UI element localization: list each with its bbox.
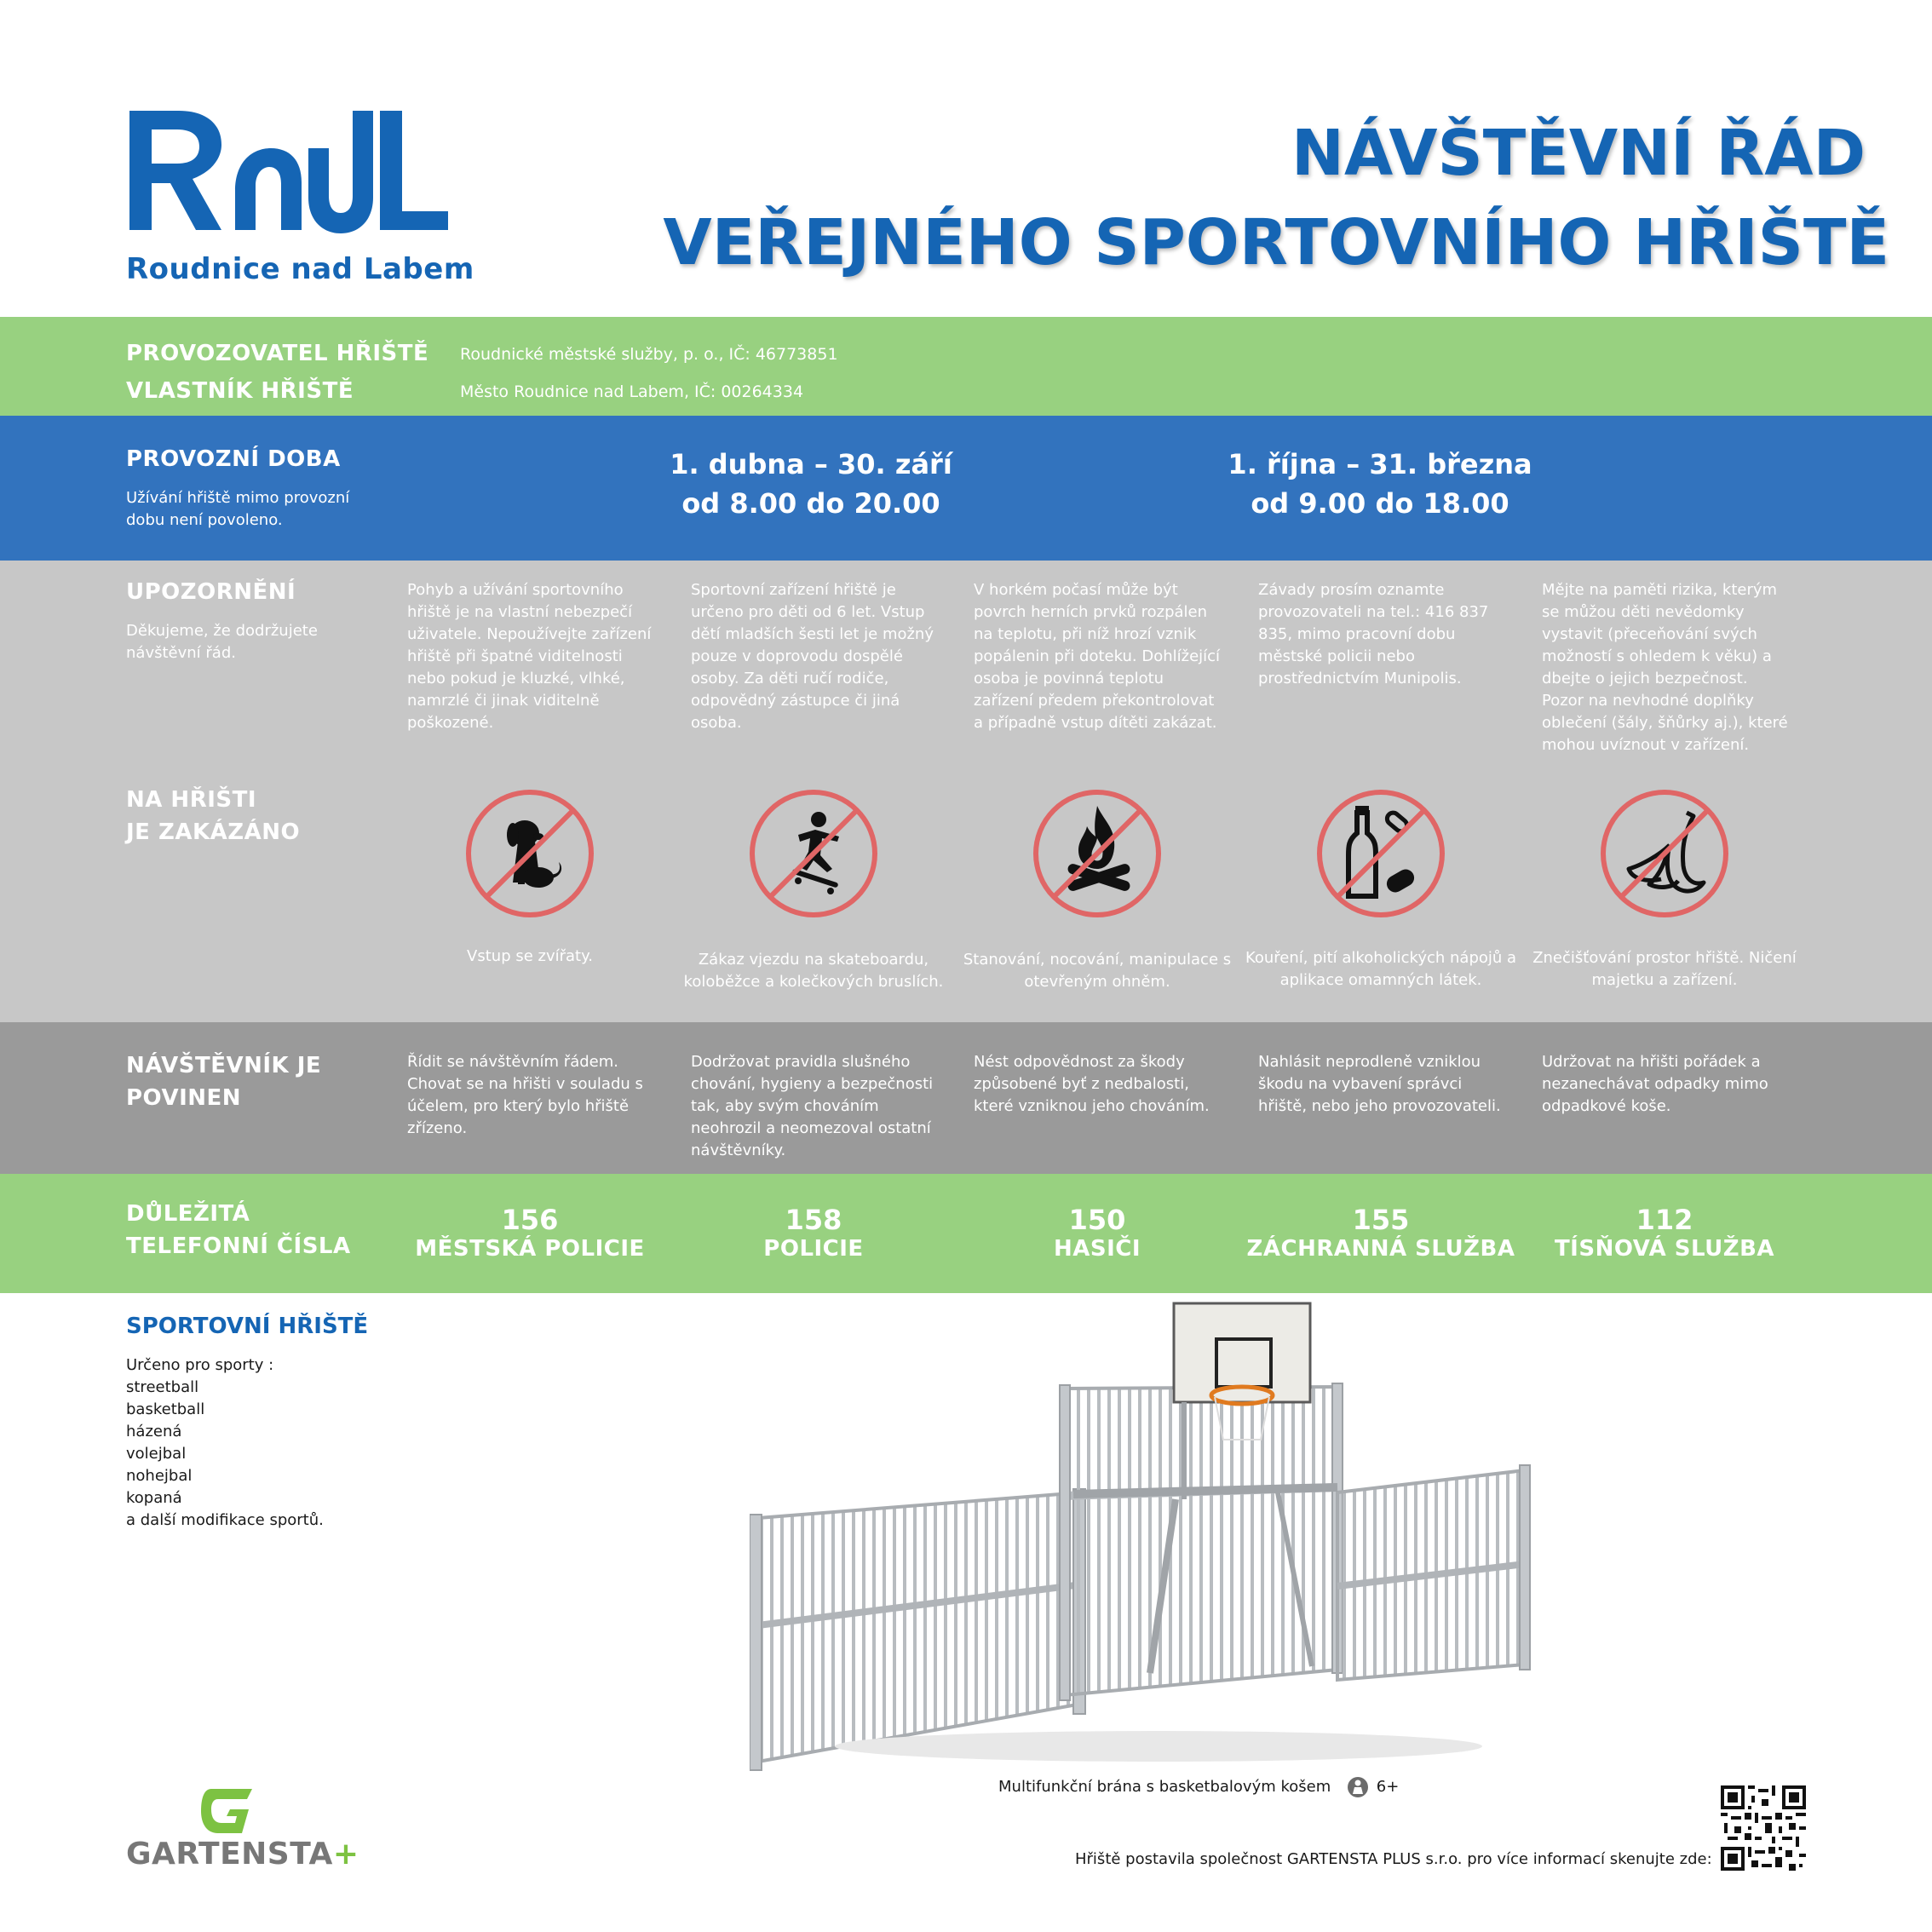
title-line-2: VEŘEJNÉHO SPORTOVNÍHO HŘIŠTĚ bbox=[663, 206, 1889, 279]
forbidden-caption: Kouření, pití alkoholických nápojů a apl… bbox=[1245, 949, 1517, 989]
no-fire-icon bbox=[1033, 790, 1161, 917]
owner-band bbox=[0, 317, 1932, 416]
phones-label-line-1: DŮLEŽITÁ bbox=[126, 1201, 250, 1227]
forbidden-caption: Stanování, nocování, manipulace s otevře… bbox=[963, 951, 1232, 991]
warnings-band bbox=[0, 561, 1932, 1022]
sport-item: házená bbox=[126, 1423, 182, 1440]
phone-number: 156 bbox=[501, 1204, 559, 1236]
duty-item: Dodržovat pravidla slušného chování, hyg… bbox=[691, 1053, 934, 1159]
equipment-name: Multifunkční brána s basketbalovým košem bbox=[998, 1778, 1331, 1796]
phone-number: 158 bbox=[785, 1204, 842, 1236]
gartensta-g-icon bbox=[201, 1789, 252, 1833]
rnl-logo-mark bbox=[129, 111, 448, 233]
summer-time: od 8.00 do 20.00 bbox=[681, 487, 940, 520]
winter-time: od 9.00 do 18.00 bbox=[1251, 487, 1509, 520]
forbidden-label-line-2: JE ZAKÁZÁNO bbox=[126, 819, 301, 845]
owner-label: VLASTNÍK HŘIŠTĚ bbox=[126, 378, 354, 404]
phone-entry: 112 TÍSŇOVÁ SLUŽBA bbox=[1524, 1205, 1805, 1262]
operator-label: PROVOZOVATEL HŘIŠTĚ bbox=[126, 341, 429, 366]
warning-item: Sportovní zařízení hřiště je určeno pro … bbox=[691, 581, 934, 732]
no-skateboard-icon bbox=[750, 790, 877, 917]
gartensta-wordmark: GARTENSTA+ bbox=[126, 1837, 359, 1872]
title-line-1: NÁVŠTĚVNÍ ŘÁD bbox=[1291, 117, 1866, 190]
phone-service: MĚSTSKÁ POLICIE bbox=[415, 1236, 645, 1262]
duties-band bbox=[0, 1022, 1932, 1174]
summer-dates: 1. dubna – 30. září bbox=[670, 448, 952, 480]
qr-code[interactable] bbox=[1721, 1785, 1806, 1871]
hours-band bbox=[0, 416, 1932, 561]
warning-item: V horkém počasí může být povrch herních … bbox=[974, 581, 1221, 732]
sport-title: SPORTOVNÍ HŘIŠTĚ bbox=[126, 1314, 369, 1339]
summer-hours: 1. dubna – 30. září od 8.00 do 20.00 bbox=[632, 445, 990, 523]
phone-number: 150 bbox=[1068, 1204, 1126, 1236]
forbidden-caption: Znečišťování prostor hřiště. Ničení maje… bbox=[1532, 949, 1797, 989]
winter-hours: 1. října – 31. března od 9.00 do 18.00 bbox=[1201, 445, 1559, 523]
duties-label: NÁVŠTĚVNÍK JE POVINEN bbox=[126, 1049, 321, 1114]
no-alcohol-icon bbox=[1317, 790, 1445, 917]
duties-label-line-1: NÁVŠTĚVNÍK JE bbox=[126, 1053, 322, 1078]
sport-item: basketball bbox=[126, 1400, 205, 1418]
hours-note: Užívání hřiště mimo provozní dobu není p… bbox=[126, 489, 350, 529]
sport-item: a další modifikace sportů. bbox=[126, 1511, 324, 1529]
duties-label-line-2: POVINEN bbox=[126, 1085, 242, 1111]
page-title: NÁVŠTĚVNÍ ŘÁD VEŘEJNÉHO SPORTOVNÍHO HŘIŠ… bbox=[654, 111, 1932, 290]
age-recommendation: 6+ bbox=[1376, 1778, 1400, 1796]
warnings-label: UPOZORNĚNÍ bbox=[126, 579, 296, 605]
warning-item: Závady prosím oznamte provozovateli na t… bbox=[1258, 581, 1489, 687]
owner-value: Město Roudnice nad Labem, IČ: 00264334 bbox=[460, 382, 804, 401]
warning-item: Pohyb a užívání sportovního hřiště je na… bbox=[407, 581, 652, 732]
phone-number: 112 bbox=[1636, 1204, 1693, 1236]
forbidden-caption: Vstup se zvířaty. bbox=[467, 947, 593, 965]
multifunction-goal-illustration bbox=[750, 1302, 1531, 1771]
builder-note: Hřiště postavila společnost GARTENSTA PL… bbox=[1075, 1850, 1712, 1868]
gartensta-plus: + bbox=[332, 1837, 359, 1872]
duty-item: Nést odpovědnost za škody způsobené byť … bbox=[974, 1053, 1210, 1115]
winter-dates: 1. října – 31. března bbox=[1228, 448, 1532, 480]
gartensta-brand: GARTENSTA bbox=[126, 1837, 333, 1872]
phone-service: POLICIE bbox=[763, 1236, 864, 1262]
no-dog-icon bbox=[466, 790, 594, 917]
forbidden-caption: Zákaz vjezdu na skateboardu, koloběžce a… bbox=[683, 951, 944, 991]
warnings-note: Děkujeme, že dodržujete návštěvní řád. bbox=[126, 622, 318, 662]
warning-item: Mějte na paměti rizika, kterým se můžou … bbox=[1542, 581, 1788, 754]
phone-entry: 150 HASIČI bbox=[957, 1205, 1238, 1262]
phone-entry: 156 MĚSTSKÁ POLICIE bbox=[389, 1205, 670, 1262]
phone-service: ZÁCHRANNÁ SLUŽBA bbox=[1246, 1236, 1515, 1262]
sport-list: Určeno pro sporty : streetball basketbal… bbox=[126, 1354, 324, 1532]
phone-entry: 158 POLICIE bbox=[673, 1205, 954, 1262]
no-litter-icon bbox=[1601, 790, 1728, 917]
phone-entry: 155 ZÁCHRANNÁ SLUŽBA bbox=[1240, 1205, 1521, 1262]
sport-item: volejbal bbox=[126, 1445, 187, 1463]
child-age-icon bbox=[1348, 1777, 1369, 1797]
sport-item: kopaná bbox=[126, 1489, 182, 1507]
phones-label: DŮLEŽITÁ TELEFONNÍ ČÍSLA bbox=[126, 1198, 351, 1262]
duty-item: Nahlásit neprodleně vzniklou škodu na vy… bbox=[1258, 1053, 1501, 1115]
duty-item: Udržovat na hřišti pořádek a nezanecháva… bbox=[1542, 1053, 1768, 1115]
phone-number: 155 bbox=[1352, 1204, 1410, 1236]
phones-band bbox=[0, 1174, 1932, 1293]
hours-label: PROVOZNÍ DOBA bbox=[126, 446, 341, 472]
forbidden-label-line-1: NA HŘIŠTI bbox=[126, 787, 257, 813]
city-logo: Roudnice nad Labem bbox=[126, 102, 474, 290]
phones-label-line-2: TELEFONNÍ ČÍSLA bbox=[126, 1233, 351, 1259]
city-name: Roudnice nad Labem bbox=[126, 252, 474, 286]
gartensta-logo: GARTENSTA+ bbox=[126, 1785, 359, 1879]
equipment-caption: Multifunkční brána s basketbalovým košem… bbox=[998, 1777, 1399, 1797]
sport-intro: Určeno pro sporty : bbox=[126, 1356, 274, 1374]
sport-item: streetball bbox=[126, 1378, 199, 1396]
duty-item: Řídit se návštěvním řádem. Chovat se na … bbox=[407, 1053, 643, 1137]
operator-value: Roudnické městské služby, p. o., IČ: 467… bbox=[460, 345, 838, 364]
forbidden-label: NA HŘIŠTI JE ZAKÁZÁNO bbox=[126, 784, 300, 848]
phone-service: TÍSŇOVÁ SLUŽBA bbox=[1554, 1236, 1775, 1262]
phone-service: HASIČI bbox=[1053, 1236, 1141, 1262]
sport-item: nohejbal bbox=[126, 1467, 193, 1485]
